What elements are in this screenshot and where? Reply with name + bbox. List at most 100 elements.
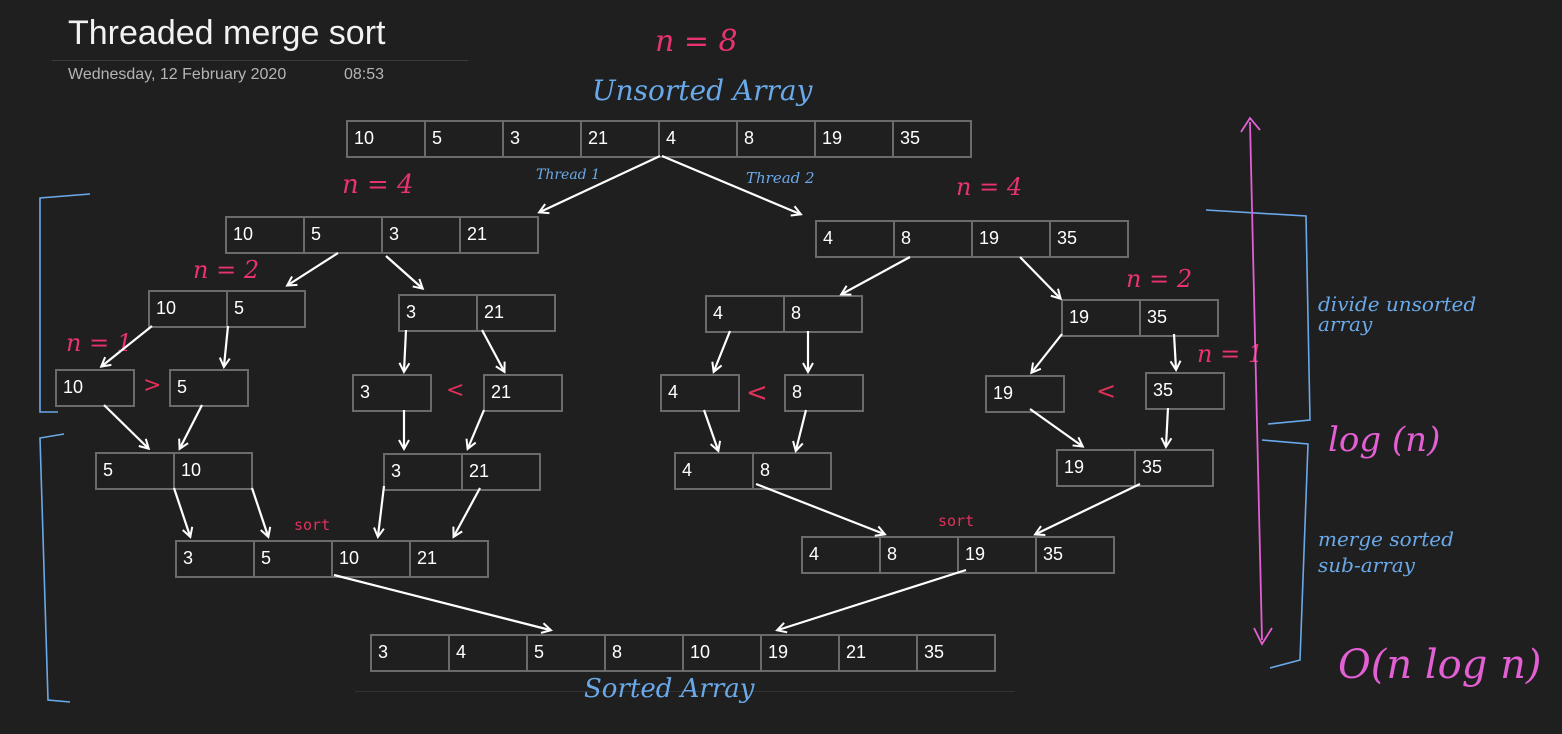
arrow-lm2-ls-a — [378, 485, 386, 536]
cell-value: 35 — [1142, 457, 1163, 477]
cell-value: 8 — [792, 382, 803, 402]
array-cell: 10 — [55, 369, 135, 407]
cell-value: 21 — [467, 224, 488, 244]
array-cell: 3 — [175, 540, 255, 578]
height-arrow-line — [1249, 121, 1263, 641]
array-cell: 35 — [1145, 372, 1225, 410]
sort-left-label: sort — [294, 516, 331, 534]
array-cell: 35 — [916, 634, 996, 672]
array-cell: 8 — [879, 536, 959, 574]
arrow-rm2-rs — [1036, 483, 1141, 534]
array-cell: 35 — [1139, 299, 1219, 337]
array-cell: 3 — [381, 216, 461, 254]
array-cell: 19 — [957, 536, 1037, 574]
array-cell: 8 — [736, 120, 816, 158]
cell-value: 21 — [846, 642, 867, 662]
thread1-label: Thread 1 — [536, 167, 600, 183]
cell-value: 21 — [484, 302, 505, 322]
cell-value: 19 — [1069, 307, 1090, 327]
array-cell: 8 — [783, 295, 863, 333]
arrow-rq2-s3 — [1032, 333, 1063, 372]
array-cell: 21 — [459, 216, 539, 254]
arrow-s4r-rm2 — [1166, 407, 1168, 446]
arrow-rq2-s4 — [1174, 333, 1176, 369]
array-cell: 21 — [838, 634, 918, 672]
cell-value: 10 — [690, 642, 711, 662]
merge-note: merge sorted sub-array — [1318, 527, 1454, 577]
thread2-label: Thread 2 — [746, 169, 815, 187]
cell-value: 3 — [510, 128, 521, 148]
cell-value: 5 — [432, 128, 443, 148]
compare-less-symbol-1: < — [446, 378, 465, 403]
cell-value: 8 — [744, 128, 755, 148]
cell-value: 5 — [177, 377, 188, 397]
cell-value: 10 — [63, 377, 84, 397]
array-cell: 10 — [148, 290, 228, 328]
cell-value: 19 — [979, 228, 1000, 248]
n4-left-label: n = 4 — [342, 170, 414, 200]
array-cell: 3 — [398, 294, 478, 332]
array-cell: 4 — [660, 374, 740, 412]
compare-less-symbol-2: < — [746, 378, 768, 408]
cell-value: 10 — [354, 128, 375, 148]
cell-value: 19 — [1064, 457, 1085, 477]
cell-value: 21 — [417, 548, 438, 568]
array-cell: 10 — [173, 452, 253, 490]
array-cell: 21 — [461, 453, 541, 491]
single-4-array: 4 — [660, 374, 740, 412]
array-cell: 21 — [483, 374, 563, 412]
n2-left-label: n = 2 — [193, 256, 260, 284]
cell-value: 4 — [713, 303, 724, 323]
arrow-s1r-rm1 — [702, 409, 718, 450]
cell-value: 10 — [181, 460, 202, 480]
arrow-s4-lm2 — [468, 409, 486, 448]
array-cell: 8 — [893, 220, 973, 258]
height-arrow-top-head — [1240, 116, 1261, 133]
cell-value: 3 — [360, 382, 371, 402]
n8-label: n = 8 — [655, 24, 738, 59]
cell-value: 10 — [156, 298, 177, 318]
cell-value: 4 — [666, 128, 677, 148]
cell-value: 35 — [900, 128, 921, 148]
single-8-array: 8 — [784, 374, 864, 412]
cell-value: 5 — [234, 298, 245, 318]
array-cell: 10 — [346, 120, 426, 158]
single-35-array: 35 — [1145, 372, 1225, 410]
arrow-s2-lm1 — [180, 404, 203, 448]
height-arrow-bottom-head — [1253, 627, 1273, 646]
array-cell: 35 — [892, 120, 972, 158]
cell-value: 35 — [924, 642, 945, 662]
cell-value: 3 — [406, 302, 417, 322]
array-cell: 10 — [225, 216, 305, 254]
n1-left-label: n = 1 — [66, 329, 133, 357]
arrow-lq2-s4 — [481, 329, 504, 371]
array-cell: 19 — [760, 634, 840, 672]
left-quarter-2-array: 3 21 — [398, 294, 556, 332]
cell-value: 35 — [1147, 307, 1168, 327]
merge-left-bracket — [39, 433, 71, 703]
array-cell: 5 — [424, 120, 504, 158]
array-cell: 19 — [1056, 449, 1136, 487]
cell-value: 5 — [261, 548, 272, 568]
array-cell: 4 — [448, 634, 528, 672]
cell-value: 4 — [809, 544, 820, 564]
cell-value: 5 — [534, 642, 545, 662]
array-cell: 19 — [971, 220, 1051, 258]
sort-right-label: sort — [938, 512, 975, 530]
complexity-label: O(n log n) — [1338, 642, 1542, 688]
arrow-ls-final — [333, 573, 550, 630]
cell-value: 8 — [887, 544, 898, 564]
cell-value: 8 — [612, 642, 623, 662]
array-cell: 3 — [370, 634, 450, 672]
array-cell: 4 — [815, 220, 895, 258]
array-cell: 8 — [784, 374, 864, 412]
compare-greater-symbol: > — [143, 373, 162, 398]
